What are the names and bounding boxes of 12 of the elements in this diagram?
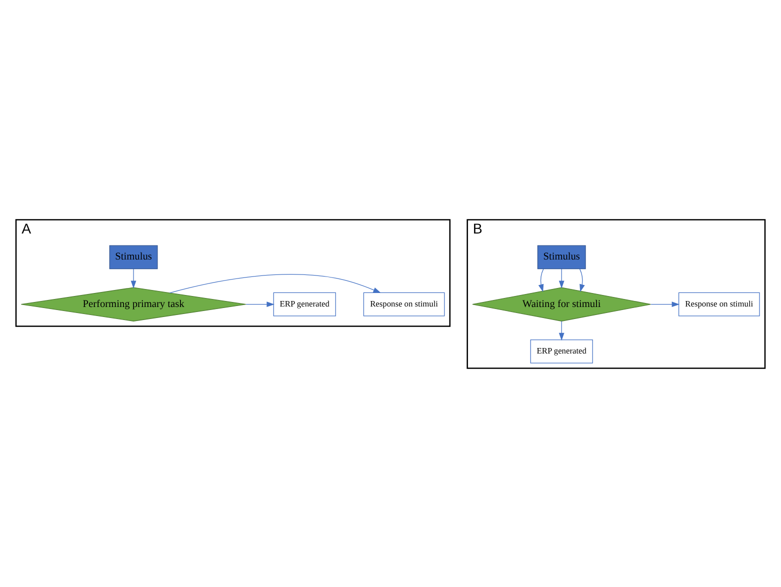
node-diamond: Performing primary task <box>20 286 246 321</box>
arrow <box>246 301 274 307</box>
node-diamond: Waiting for stimuli <box>472 286 652 321</box>
node-box: Stimulus <box>109 244 158 269</box>
arrow <box>558 320 564 340</box>
arrow <box>650 301 680 307</box>
arrow <box>558 268 564 288</box>
node-box: Stimulus <box>537 244 586 269</box>
arrow <box>169 274 381 293</box>
arrow <box>130 268 136 288</box>
arrow <box>579 268 585 292</box>
arrow <box>538 268 544 292</box>
